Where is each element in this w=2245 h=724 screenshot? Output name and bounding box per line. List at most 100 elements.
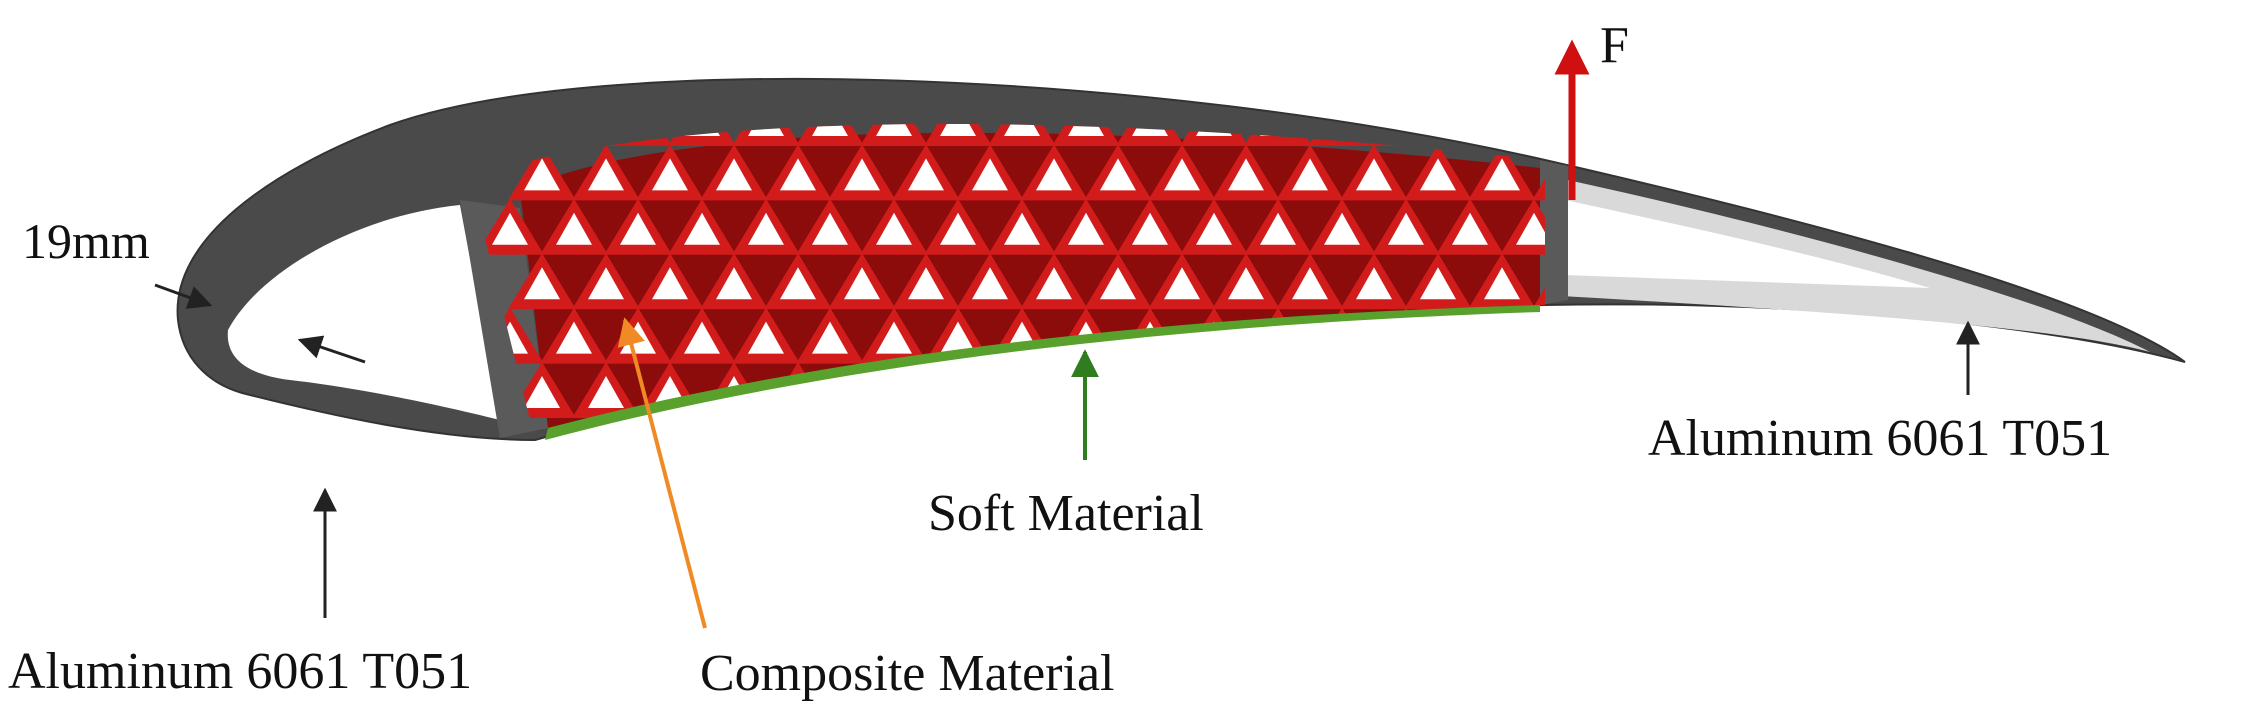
lattice-hole — [620, 212, 656, 245]
lattice-hole — [812, 321, 848, 354]
lattice-hole — [1388, 212, 1424, 245]
lattice-hole — [524, 376, 560, 408]
lattice-hole — [1420, 376, 1456, 408]
lattice-hole — [1100, 376, 1136, 408]
lattice-hole — [844, 158, 880, 191]
lattice-hole — [652, 267, 688, 300]
lattice-cell — [988, 124, 1056, 146]
lattice-hole — [1356, 267, 1392, 300]
lattice-hole — [1356, 376, 1392, 408]
lattice-cell — [924, 124, 992, 146]
lattice-hole — [1164, 376, 1200, 408]
lattice-cell — [1340, 362, 1408, 418]
lattice-hole — [588, 376, 624, 408]
lattice-hole — [1068, 124, 1104, 136]
lattice-hole — [1452, 321, 1488, 354]
lattice-hole — [1484, 158, 1520, 191]
lattice-hole — [780, 158, 816, 191]
lattice-cell — [1500, 124, 1545, 146]
lattice-cell — [1276, 362, 1344, 418]
lattice-cell — [1084, 362, 1152, 418]
lattice-hole — [684, 321, 720, 354]
lattice-hole — [876, 321, 912, 354]
lattice-hole — [1484, 376, 1520, 408]
lattice-hole — [1228, 376, 1264, 408]
lattice-cell — [732, 124, 800, 146]
lattice-hole — [1388, 321, 1424, 354]
lattice-hole — [1516, 212, 1545, 245]
lattice-hole — [652, 158, 688, 191]
lattice-hole — [556, 212, 592, 245]
leading-edge-cavity — [227, 205, 500, 420]
lattice-hole — [876, 212, 912, 245]
aluminum-front-label: Aluminum 6061 T051 — [8, 643, 472, 700]
lattice-cell — [860, 124, 928, 146]
lattice-cell — [1404, 362, 1472, 418]
lattice-hole — [1516, 321, 1545, 354]
lattice-hole — [1196, 212, 1232, 245]
lattice-hole — [1228, 158, 1264, 191]
lattice-hole — [972, 158, 1008, 191]
front-spar — [460, 200, 548, 438]
lattice-hole — [1356, 158, 1392, 191]
lattice-hole — [684, 212, 720, 245]
lattice-hole — [1132, 212, 1168, 245]
lattice-hole — [1548, 376, 1584, 408]
lattice-hole — [1100, 158, 1136, 191]
thickness-label: 19mm — [22, 213, 150, 269]
lattice-hole — [844, 267, 880, 300]
soft-label: Soft Material — [928, 485, 1204, 542]
lattice-cell — [1500, 307, 1545, 364]
lattice-hole — [1228, 267, 1264, 300]
lattice-hole — [940, 124, 976, 136]
thickness-arrow-inner — [297, 335, 366, 364]
lattice-cell — [1052, 124, 1120, 146]
lattice-hole — [908, 158, 944, 191]
lattice-hole — [716, 267, 752, 300]
lattice-hole — [1164, 267, 1200, 300]
lattice-cell — [1116, 124, 1184, 146]
aluminum-rear-label: Aluminum 6061 T051 — [1648, 410, 2112, 467]
rear-cavity — [1565, 200, 1930, 288]
composite-label: Composite Material — [700, 645, 1114, 702]
lattice-hole — [1420, 267, 1456, 300]
lattice-hole — [716, 158, 752, 191]
lattice-hole — [1324, 321, 1360, 354]
lattice-hole — [940, 321, 976, 354]
rear-spar — [1540, 160, 1568, 305]
lattice-cell — [892, 362, 960, 418]
lattice-hole — [1004, 212, 1040, 245]
composite-leader — [617, 317, 707, 629]
lattice-cell — [1148, 362, 1216, 418]
lattice-hole — [1516, 124, 1545, 136]
lattice-hole — [1420, 158, 1456, 191]
lattice-cell — [796, 124, 864, 146]
lattice-hole — [908, 376, 944, 408]
lattice-hole — [748, 212, 784, 245]
lattice-hole — [1324, 212, 1360, 245]
lattice-hole — [908, 267, 944, 300]
lattice-hole — [1292, 267, 1328, 300]
lattice-hole — [588, 158, 624, 191]
rear-section — [1545, 175, 2150, 352]
lattice-hole — [524, 158, 560, 191]
lattice-cell — [1436, 124, 1504, 146]
lattice-hole — [1292, 158, 1328, 191]
lattice-hole — [1292, 376, 1328, 408]
lattice-hole — [972, 376, 1008, 408]
lattice-hole — [1100, 267, 1136, 300]
lattice-cell — [956, 362, 1024, 418]
lattice-hole — [1004, 124, 1040, 136]
lattice-cell — [1436, 307, 1504, 364]
lattice-hole — [1036, 267, 1072, 300]
lattice-hole — [1164, 158, 1200, 191]
lattice-hole — [1068, 212, 1104, 245]
lattice-hole — [1452, 212, 1488, 245]
lattice-hole — [812, 212, 848, 245]
lattice-hole — [1036, 376, 1072, 408]
force-label: F — [1600, 17, 1629, 74]
lattice-hole — [748, 321, 784, 354]
lattice-cell — [1468, 362, 1536, 418]
lattice-hole — [1484, 267, 1520, 300]
